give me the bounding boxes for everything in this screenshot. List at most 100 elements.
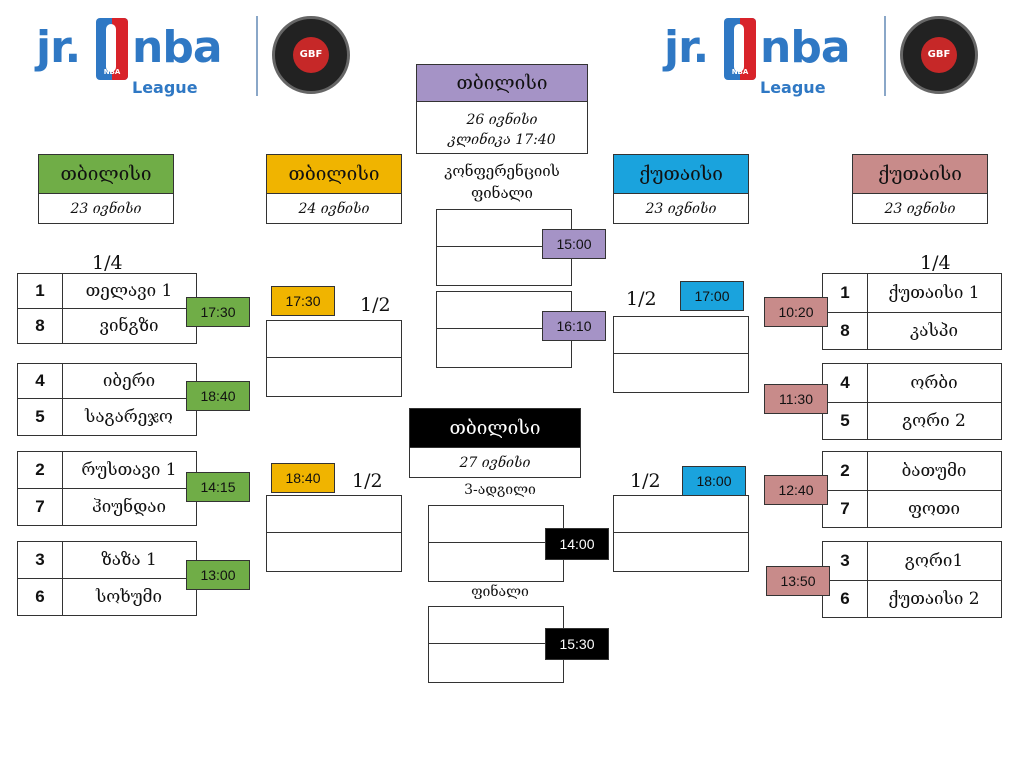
third-place-time: 14:00: [545, 528, 609, 560]
match-time: 11:30: [764, 384, 828, 414]
left-semifinal-top-time: 17:30: [271, 286, 335, 316]
team-row: 1 ქუთაისი 1: [822, 273, 1002, 313]
seed: 5: [18, 399, 63, 435]
federation-text: GBF: [921, 37, 957, 73]
conference-final-top-time: 15:00: [542, 229, 606, 259]
seed: 1: [823, 274, 868, 312]
right-semifinal-bottom-time: 18:00: [682, 466, 746, 496]
header-city: თბილისი: [417, 65, 587, 102]
left-semifinal-bottom-slot-2: [266, 532, 402, 572]
header-city: თბილისი: [410, 409, 580, 448]
right-quarterfinal-header: ქუთაისი 23 ივნისი: [852, 154, 988, 224]
conference-final-label: კონფერენციის ფინალი: [444, 162, 560, 202]
jr-text: jr.: [36, 22, 81, 73]
third-place-label: 3-ადგილი: [464, 482, 536, 498]
team-name: ვინგზი: [99, 316, 159, 336]
header-date: 23 ივნისი: [884, 201, 956, 217]
match-time: 12:40: [764, 475, 828, 505]
final-slot-1: [428, 606, 564, 644]
match-time: 13:00: [186, 560, 250, 590]
team-name: ქუთაისი 1: [888, 283, 980, 303]
seed: 7: [18, 489, 63, 525]
team-row: 4 იბერი: [17, 363, 197, 399]
right-quarterfinal-label: 1/4: [920, 252, 951, 274]
team-row: 3 გორი1: [822, 541, 1002, 581]
seed: 8: [823, 313, 868, 349]
nba-logo-icon: NBA: [724, 18, 756, 80]
team-row: 2 ბათუმი: [822, 451, 1002, 491]
left-semifinal-top-slot-2: [266, 357, 402, 397]
seed: 3: [823, 542, 868, 580]
seed: 4: [18, 364, 63, 398]
third-place-slot-2: [428, 542, 564, 582]
left-semifinal-bottom-time: 18:40: [271, 463, 335, 493]
logo-divider: [884, 16, 886, 96]
header-city: თბილისი: [267, 155, 401, 194]
jr-text: jr.: [664, 22, 709, 73]
nba-logo-icon: NBA: [96, 18, 128, 80]
federation-text: GBF: [293, 37, 329, 73]
seed: 2: [18, 452, 63, 488]
logo-divider: [256, 16, 258, 96]
team-name: ზაზა 1: [101, 550, 157, 570]
right-semifinal-bottom-slot-2: [613, 532, 749, 572]
left-quarterfinal-header: თბილისი 23 ივნისი: [38, 154, 174, 224]
final-slot-2: [428, 643, 564, 683]
header-date: 26 ივნისი: [466, 112, 538, 128]
right-semifinal-header: ქუთაისი 23 ივნისი: [613, 154, 749, 224]
header-date: 24 ივნისი: [298, 201, 370, 217]
seed: 3: [18, 542, 63, 578]
right-semifinal-bottom-label: 1/2: [630, 470, 661, 492]
right-semifinal-bottom-slot-1: [613, 495, 749, 533]
match-time: 18:40: [186, 381, 250, 411]
team-name: ბათუმი: [901, 461, 967, 481]
header-city: ქუთაისი: [614, 155, 748, 194]
federation-badge-icon: GBF: [900, 16, 978, 94]
team-name: გორი 2: [902, 411, 966, 431]
final-time: 15:30: [545, 628, 609, 660]
seed: 5: [823, 403, 868, 439]
team-name: გორი1: [904, 551, 964, 571]
header-date: 27 ივნისი: [459, 455, 531, 471]
conference-final-bottom-time: 16:10: [542, 311, 606, 341]
right-semifinal-top-slot-1: [613, 316, 749, 354]
header-venue-time: კლინიკა 17:40: [448, 132, 556, 148]
final-header: თბილისი 27 ივნისი: [409, 408, 581, 478]
nba-tag: NBA: [731, 68, 749, 76]
seed: 4: [823, 364, 868, 402]
team-row: 7 ჰიუნდაი: [17, 488, 197, 526]
match-time: 13:50: [766, 566, 830, 596]
jr-nba-league-logo-right: jr. NBA nba League GBF: [664, 16, 984, 106]
header-city: ქუთაისი: [853, 155, 987, 194]
header-date: 23 ივნისი: [645, 201, 717, 217]
final-label: ფინალი: [471, 584, 529, 600]
left-semifinal-bottom-slot-1: [266, 495, 402, 533]
seed: 2: [823, 452, 868, 490]
team-row: 5 გორი 2: [822, 402, 1002, 440]
right-semifinal-top-label: 1/2: [626, 288, 657, 310]
team-name: თელავი 1: [85, 281, 173, 301]
left-semifinal-top-label: 1/2: [360, 294, 391, 316]
nba-tag: NBA: [103, 68, 121, 76]
team-name: საგარეჯო: [85, 407, 173, 427]
team-name: ფოთი: [907, 499, 961, 519]
right-semifinal-top-slot-2: [613, 353, 749, 393]
team-name: ორბი: [910, 373, 958, 393]
team-name: იბერი: [102, 371, 156, 391]
header-city: თბილისი: [39, 155, 173, 194]
third-place-slot-1: [428, 505, 564, 543]
conference-final-bottom-slot-2: [436, 328, 572, 368]
header-date: 23 ივნისი: [70, 201, 142, 217]
team-row: 3 ზაზა 1: [17, 541, 197, 579]
team-name: ჰიუნდაი: [92, 497, 166, 517]
left-semifinal-bottom-label: 1/2: [352, 470, 383, 492]
match-time: 17:30: [186, 297, 250, 327]
seed: 6: [18, 579, 63, 615]
